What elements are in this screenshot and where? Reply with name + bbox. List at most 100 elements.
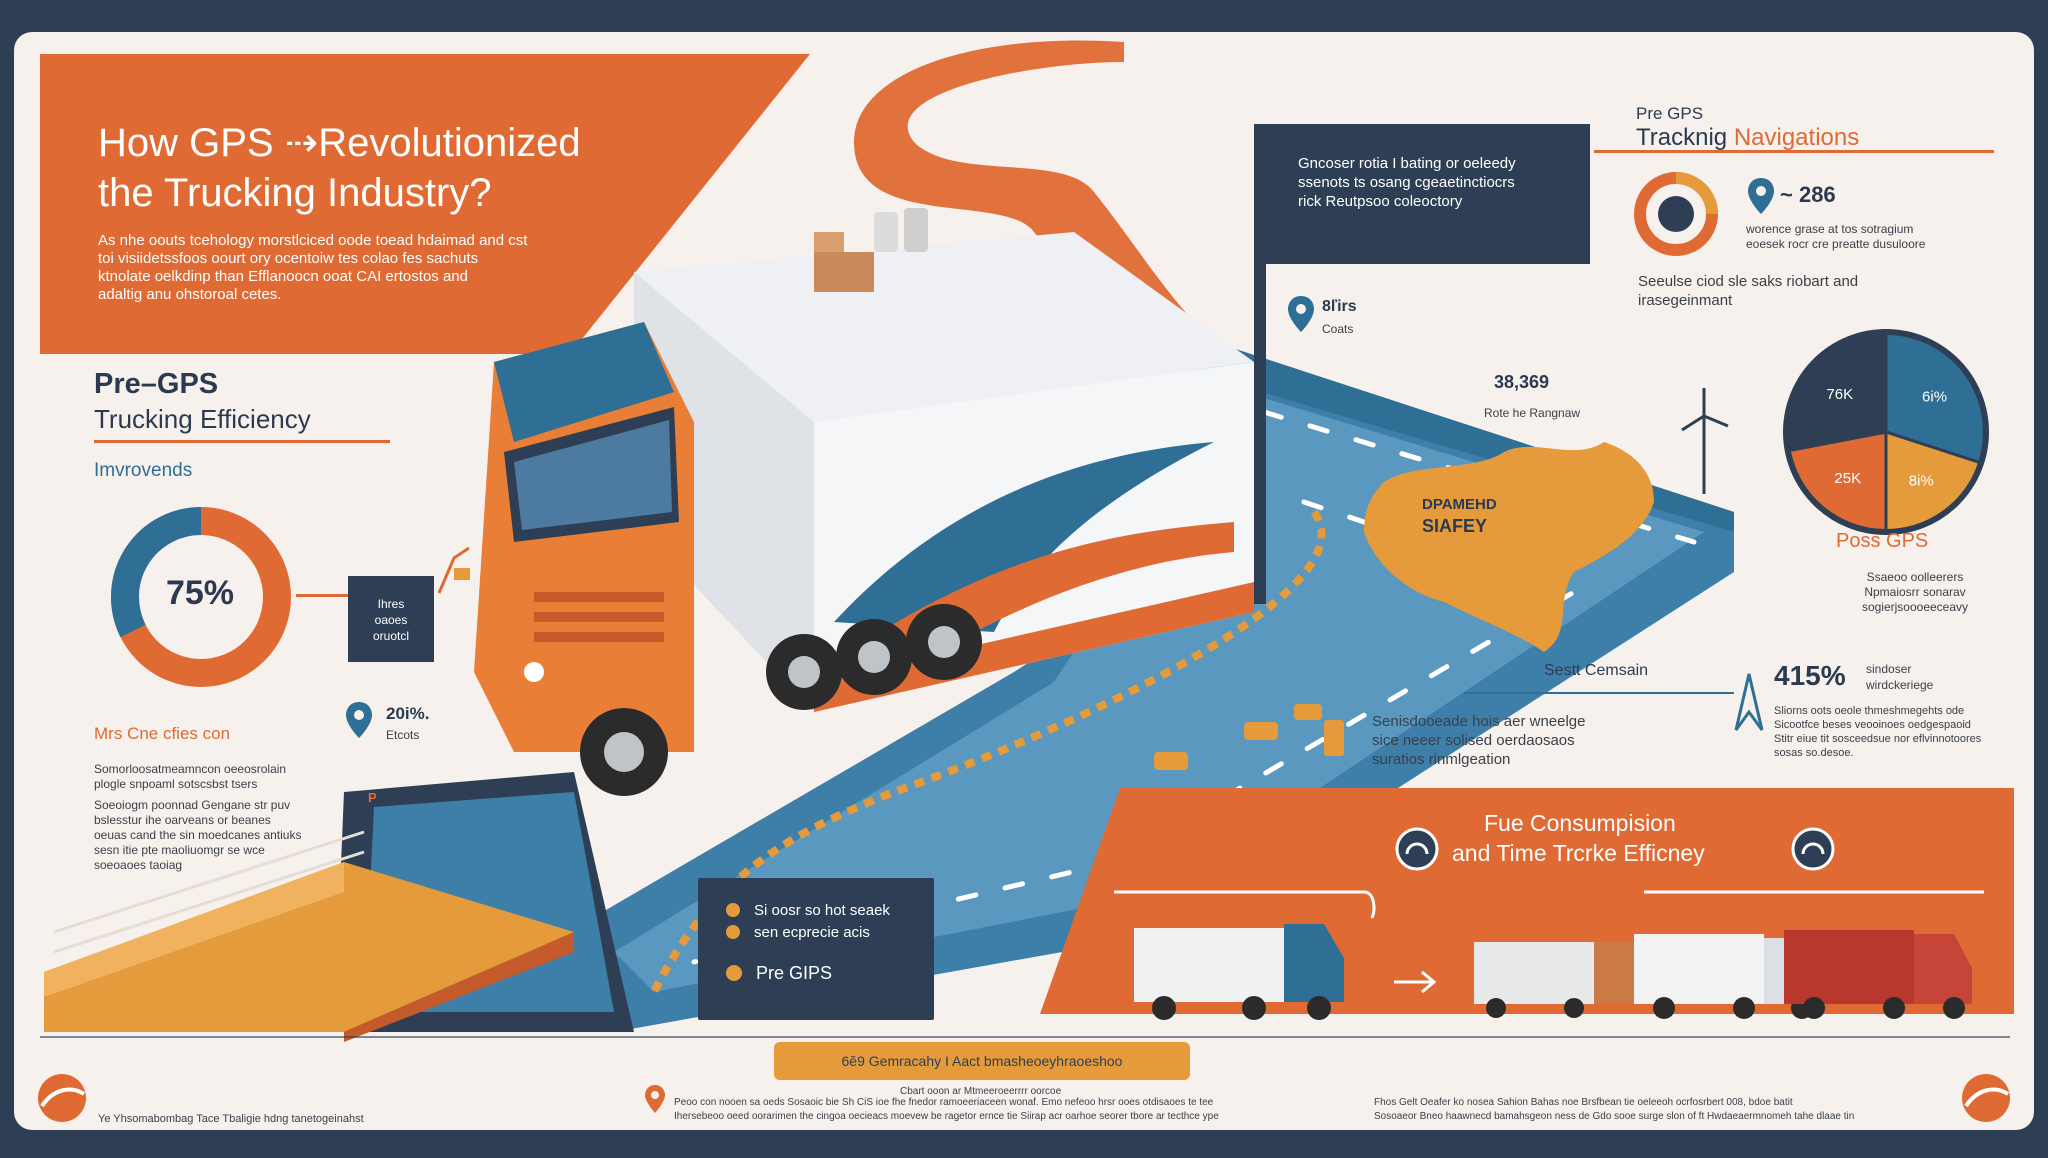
center-callout-box: Gncoser rotia I bating or oeleedy ssenot… <box>1254 124 1590 264</box>
gauge-icon <box>1634 172 1718 256</box>
safety-divider <box>1464 692 1734 694</box>
pie-caption: Poss GPS <box>1836 530 1929 552</box>
legend-box: Si oosr so hot seaek sen ecprecie acis P… <box>698 878 934 1020</box>
body-line: plogle snpoaml sotscsbst tsers <box>94 777 258 791</box>
road-illustration <box>44 40 1734 1042</box>
location-pin-icon <box>1748 178 1774 214</box>
body-line: Seeulse ciod sle saks riobart and <box>1638 273 1859 290</box>
callout-line: oaoes <box>374 613 408 627</box>
footer-mid-text-2: Ihersebeoo oeed oorarimen the cingoa oec… <box>674 1111 1219 1122</box>
truck-row <box>1114 890 1984 1020</box>
callout-connector <box>296 594 348 597</box>
gauge-icon <box>1395 827 1439 871</box>
hero-body-line: As nhe oouts tcehology morstlciced oode … <box>98 232 528 249</box>
gauge-icon <box>1791 827 1835 871</box>
center-pin-value: 8ľirs <box>1322 298 1357 315</box>
tracking-kicker: Pre GPS <box>1636 104 1704 123</box>
fuel-icon <box>1324 720 1344 756</box>
center-pin-label: Coats <box>1322 322 1354 336</box>
body-line: Stitr eiue tit sosceedsue nor eflvinnoto… <box>1774 733 1982 745</box>
pre-gps-body2: Soeoiogm poonnad Gengane str puv bslesst… <box>94 798 354 873</box>
desc-line: sogierjsoooeeceavy <box>1861 600 1969 614</box>
map-region-label-1: DPAMEHD <box>1422 496 1497 513</box>
pie-slice-label-3: 76K <box>1826 386 1853 403</box>
fuel-title-line2: and Time Trcrke Efficney <box>1452 840 1705 866</box>
pre-gps-section-title: Mrs Cne cfies con <box>94 724 231 743</box>
desc-line: eoesek rocr cre preatte dusuloore <box>1746 237 1926 251</box>
body-line: suratios rinmlgeation <box>1372 751 1511 768</box>
signpost-icon <box>437 546 470 594</box>
location-pin-icon <box>346 702 372 738</box>
big-stat: 415% <box>1774 660 1846 692</box>
tracking-stat-value: ~ 286 <box>1780 182 1836 207</box>
legend-label: sen ecprecie acis <box>754 924 870 941</box>
footer-left-text: Ye Yhsomabombag Tace Tbaligie hdng tanet… <box>98 1113 364 1125</box>
legend-item: Si oosr so hot seaek <box>726 900 934 922</box>
pin-stat-value: 20i%. <box>386 704 430 723</box>
body-line: bslesstur ihe oarveans or beanes <box>94 813 271 827</box>
pre-gps-title-line2: Trucking Efficiency <box>94 404 311 434</box>
map-stat-label: Rote he Rangnaw <box>1484 406 1581 420</box>
callout-line: rick Reutpsoo coleoctory <box>1298 193 1463 210</box>
legend-dot <box>726 903 740 917</box>
legend-dot <box>726 965 742 981</box>
tracking-title-part1: Tracknig <box>1636 124 1734 151</box>
location-pin-icon <box>645 1085 665 1113</box>
desc-line: worence grase at tos sotragium <box>1746 222 1914 236</box>
legend-label: Si oosr so hot seaek <box>754 902 890 919</box>
logo-swoosh-icon <box>1962 1074 2010 1122</box>
footer-banner: 6ĕ9 Gemracahy I Aact bmasheoeyhraoeshoo <box>774 1042 1190 1080</box>
pre-gps-subtitle: Imvrovends <box>94 460 193 481</box>
footer-right-text-2: Sosoaeor Bneo haawnecd bamahsgeon ness d… <box>1374 1111 1855 1122</box>
infographic-frame: How GPS ⇢Revolutionized the Trucking Ind… <box>14 32 2034 1130</box>
center-callout-pole <box>1254 264 1266 604</box>
pie-desc: Ssaeoo oolleerers Npmaiosrr sonarav sogi… <box>1820 570 2010 615</box>
body-line: sosas so.desoe. <box>1774 747 1854 759</box>
hero-title-line1: How GPS ⇢Revolutionized <box>98 121 581 165</box>
legend-item: sen ecprecie acis <box>726 922 934 944</box>
location-pin-icon <box>1288 296 1314 332</box>
pie-slice-label-1: 8i% <box>1909 473 1934 490</box>
callout-line: Gncoser rotia I bating or oeleedy <box>1298 155 1516 172</box>
body-line: sice neeer solised oerdaosaos <box>1372 732 1575 749</box>
footer-divider <box>40 1036 2010 1038</box>
big-stat-unit: % <box>1820 660 1846 691</box>
map-pin-marker: P <box>368 790 377 805</box>
big-stat-label-bot: wirdckeriege <box>1866 678 1934 692</box>
callout-line: ssenots ts osang cgeaetinctiocrs <box>1298 174 1515 191</box>
body-line: irasegeinmant <box>1638 292 1733 309</box>
safety-body: Senisdooeade hois aer wneelge sice neeer… <box>1372 712 1672 769</box>
body-line: Sliorns oots oeole thmeshmegehts ode <box>1774 705 1965 717</box>
legend-dot <box>726 925 740 939</box>
body-line: oeuas cand the sin moedcanes antiuks <box>94 828 302 842</box>
body-line: Soeoiogm poonnad Gengane str puv <box>94 798 291 812</box>
footer-mid-text-1: Peoo con nooen sa oeds Sosaoic bie Sh Ci… <box>674 1097 1214 1108</box>
fuel-title-line1: Fue Consumpision <box>1484 810 1676 836</box>
pre-gps-divider <box>94 440 390 443</box>
hero-body-line: adaltig anu ohstoroal cetes. <box>98 286 282 303</box>
tracking-title-part2: Navigations <box>1733 124 1860 151</box>
map-region-label-2: SIAFEY <box>1422 516 1488 536</box>
pie-chart: 6i% 8i% 25K 76K <box>1783 329 1989 535</box>
usa-map-shape <box>1364 442 1654 652</box>
hero-body-line: ktnolate oelkdinp than Efflanoocn ooat C… <box>98 268 468 285</box>
pie-outline <box>1783 329 1989 535</box>
donut-label: 75% <box>165 574 235 612</box>
footer-right-text-1: Fhos Gelt Oeafer ko nosea Sahion Bahas n… <box>1374 1097 1793 1108</box>
callout-line: oruotcl <box>372 629 410 643</box>
tracking-title: Tracknig Navigations <box>1636 124 1859 152</box>
hero-body: As nhe oouts tcehology morstlciced oode … <box>98 232 678 304</box>
pre-gps-title-line1: Pre–GPS <box>94 368 219 400</box>
pie-slice-label-0: 6i% <box>1922 389 1947 406</box>
safety-title: Sestt Cemsain <box>1544 662 1649 679</box>
compass-icon <box>1734 673 1764 731</box>
body-line: Somorloosatmeamncon oeeosrolain <box>94 762 287 776</box>
big-stat-value: 415 <box>1774 660 1821 691</box>
hero-title-line2: the Trucking Industry? <box>98 171 492 215</box>
pie-slice-label-2: 25K <box>1834 470 1861 487</box>
legend-item: Pre GIPS <box>726 962 934 984</box>
tracking-body: Seeulse ciod sle saks riobart and iraseg… <box>1638 272 1938 310</box>
logo-swoosh-icon <box>38 1074 86 1122</box>
body-line: sesn itie pte maoliuomgr se wce <box>94 843 265 857</box>
